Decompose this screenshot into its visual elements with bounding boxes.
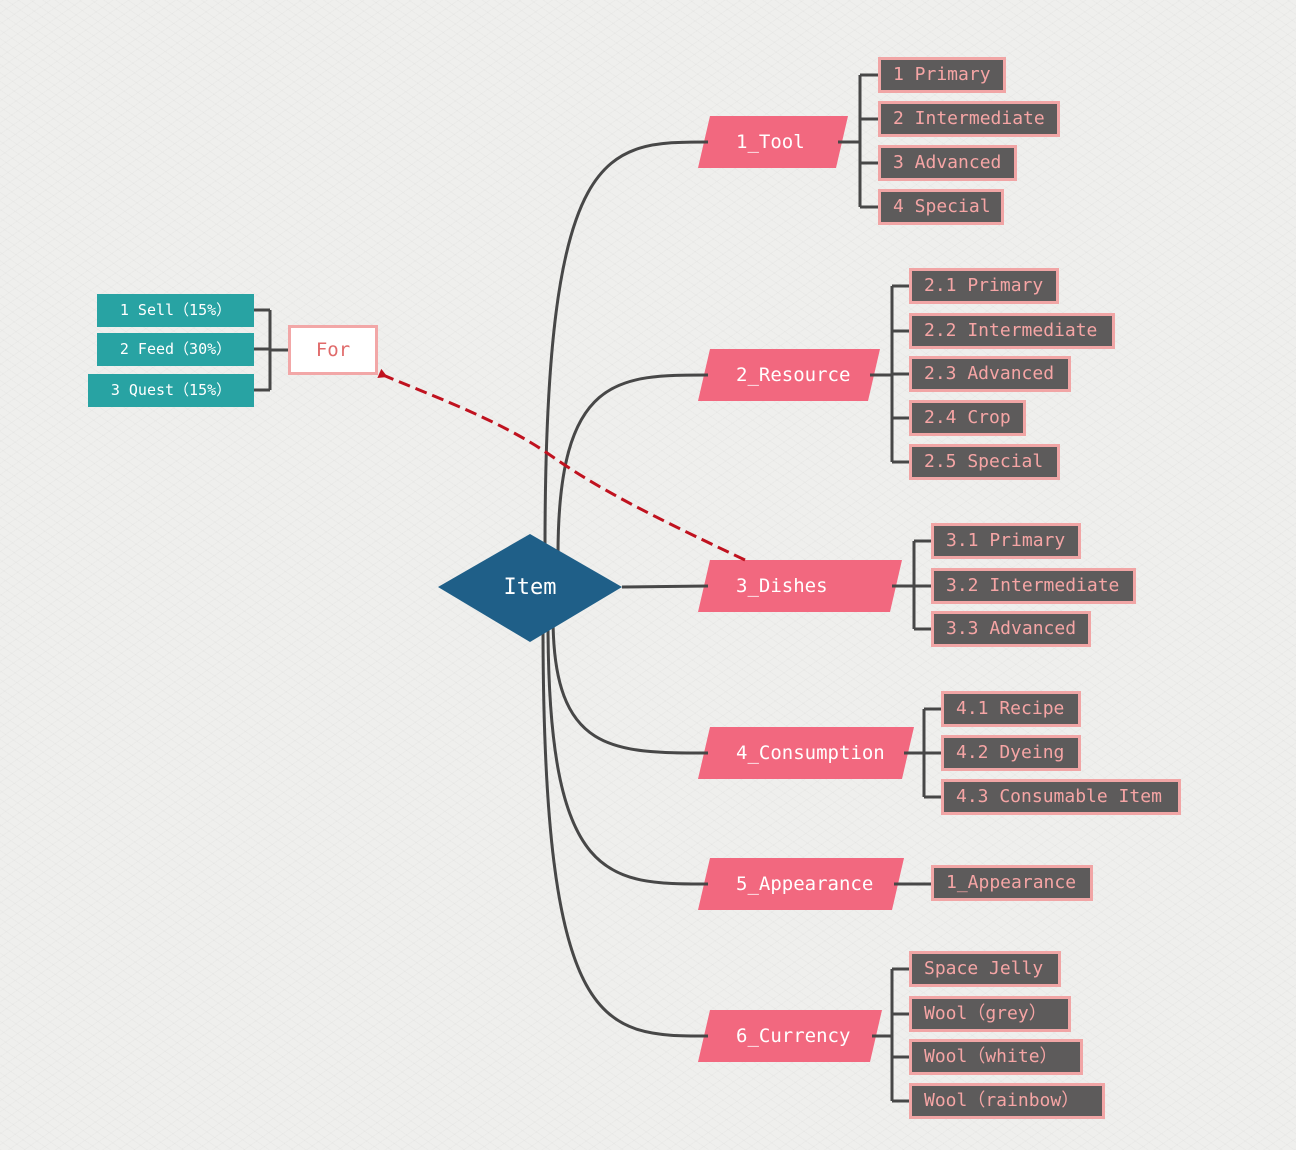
leaf-node[interactable]: 4.2 Dyeing bbox=[941, 735, 1081, 771]
leaf-node[interactable]: 2.5 Special bbox=[909, 444, 1060, 480]
branch-node[interactable]: 4_Consumption bbox=[697, 727, 915, 779]
branch-node[interactable]: 6_Currency bbox=[697, 1010, 883, 1062]
branch-connector bbox=[621, 584, 709, 589]
branch-node-label: 2_Resource bbox=[736, 364, 851, 386]
branch-node-label: 1_Tool bbox=[736, 131, 805, 153]
leaf-node[interactable]: 4.1 Recipe bbox=[941, 691, 1081, 727]
leaf-node[interactable]: 2.2 Intermediate bbox=[909, 313, 1115, 349]
branch-node[interactable]: 1_Tool bbox=[697, 116, 849, 168]
leaf-node[interactable]: 3.2 Intermediate bbox=[931, 568, 1136, 604]
branch-node-label: 3_Dishes bbox=[736, 575, 828, 597]
leaf-bracket bbox=[904, 707, 941, 799]
leaf-node[interactable]: Wool（white） bbox=[909, 1039, 1083, 1075]
branch-node-label: 5_Appearance bbox=[736, 873, 874, 895]
branch-connector bbox=[541, 624, 709, 1038]
leaf-node[interactable]: 3.1 Primary bbox=[931, 523, 1081, 559]
leaf-node[interactable]: 4.3 Consumable Item bbox=[941, 779, 1181, 815]
branch-connector bbox=[546, 621, 709, 886]
branch-connector bbox=[551, 616, 709, 755]
branch-node-label: 6_Currency bbox=[736, 1025, 851, 1047]
branch-node-label: 4_Consumption bbox=[736, 742, 885, 764]
leaf-node[interactable]: 1 Primary bbox=[878, 57, 1006, 93]
leaf-node[interactable]: Space Jelly bbox=[909, 951, 1061, 987]
leaf-bracket bbox=[838, 73, 878, 209]
leaf-node[interactable]: 3.3 Advanced bbox=[931, 611, 1091, 647]
center-diamond-shape bbox=[438, 534, 622, 642]
leaf-node[interactable]: 3 Advanced bbox=[878, 145, 1017, 181]
leaf-node[interactable]: 1_Appearance bbox=[931, 865, 1093, 901]
branch-node[interactable]: 5_Appearance bbox=[697, 858, 905, 910]
for-node[interactable]: For bbox=[288, 325, 378, 375]
for-bracket bbox=[254, 308, 288, 392]
leaf-node[interactable]: 2.1 Primary bbox=[909, 268, 1059, 304]
leaf-node[interactable]: 2.3 Advanced bbox=[909, 356, 1071, 392]
leaf-node[interactable]: Wool（grey） bbox=[909, 996, 1071, 1032]
leaf-node[interactable]: Wool（rainbow） bbox=[909, 1083, 1105, 1119]
branch-node[interactable]: 2_Resource bbox=[697, 349, 881, 401]
leaf-node[interactable]: 4 Special bbox=[878, 189, 1004, 225]
center-topic-item[interactable]: Item bbox=[503, 575, 557, 600]
branch-connector bbox=[543, 140, 709, 549]
leaf-bracket bbox=[872, 967, 909, 1103]
leaf-node[interactable]: 2.4 Crop bbox=[909, 400, 1026, 436]
branch-node[interactable]: 3_Dishes bbox=[697, 560, 903, 612]
for-child-node[interactable]: 3 Quest（15%） bbox=[88, 374, 254, 407]
for-child-node[interactable]: 1 Sell（15%） bbox=[97, 294, 254, 327]
branch-connector bbox=[556, 373, 709, 556]
relation-arrow bbox=[377, 368, 746, 562]
leaf-bracket bbox=[892, 539, 931, 631]
leaf-node[interactable]: 2 Intermediate bbox=[878, 101, 1060, 137]
for-child-node[interactable]: 2 Feed（30%） bbox=[97, 333, 254, 366]
leaf-bracket bbox=[870, 284, 909, 464]
